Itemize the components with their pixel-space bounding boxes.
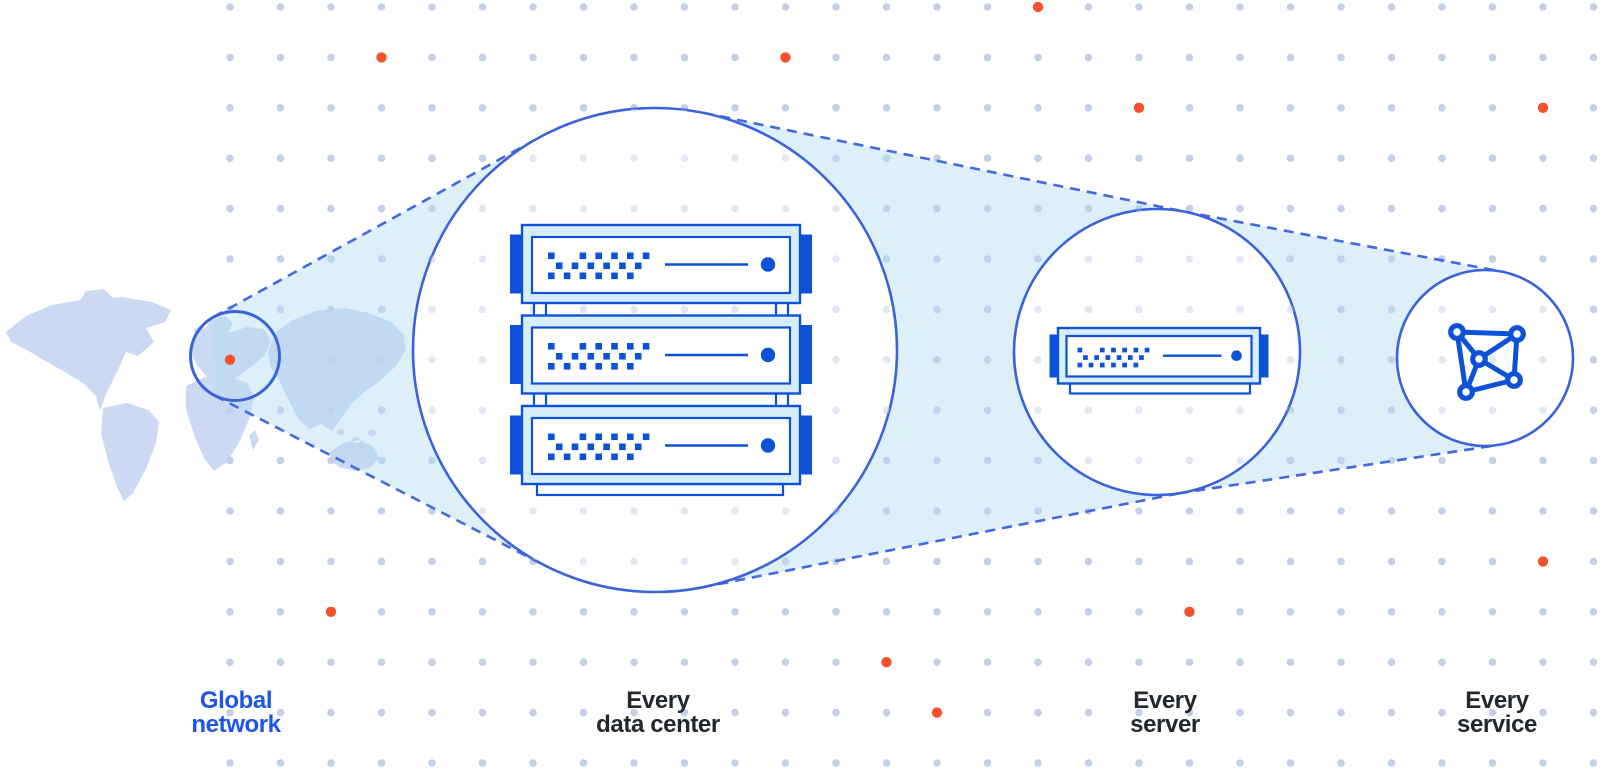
map-magnifier-circle bbox=[189, 310, 281, 402]
network-graph-icon bbox=[1448, 323, 1526, 401]
label-every-server: Every server bbox=[1130, 689, 1200, 737]
orange-dot bbox=[1133, 102, 1145, 114]
server-icon bbox=[1049, 326, 1269, 395]
label-line: service bbox=[1457, 711, 1537, 738]
label-every-service: Every service bbox=[1457, 689, 1537, 737]
orange-dot bbox=[224, 354, 236, 365]
label-line: server bbox=[1130, 711, 1200, 738]
label-every-data-center: Every data center bbox=[596, 689, 720, 737]
label-line: Every bbox=[1133, 687, 1197, 714]
world-map bbox=[6, 289, 406, 501]
orange-dot bbox=[325, 606, 337, 617]
label-global-network: Global network bbox=[191, 687, 281, 738]
orange-dot bbox=[1032, 1, 1044, 13]
label-line: network bbox=[191, 711, 281, 738]
server-rack-icon bbox=[510, 223, 812, 497]
orange-dot bbox=[1537, 102, 1549, 114]
orange-dot bbox=[881, 657, 892, 668]
label-line: Global bbox=[199, 687, 273, 714]
orange-dot bbox=[1537, 556, 1549, 567]
orange-dot bbox=[1184, 606, 1195, 617]
label-line: Every bbox=[626, 687, 690, 714]
cone-dashed-edges bbox=[212, 111, 1502, 589]
label-line: data center bbox=[596, 711, 720, 738]
orange-dot bbox=[931, 707, 943, 718]
label-line: Every bbox=[1465, 687, 1529, 714]
orange-dots bbox=[224, 1, 1549, 718]
orange-dot bbox=[376, 52, 387, 63]
orange-dot bbox=[780, 52, 791, 63]
